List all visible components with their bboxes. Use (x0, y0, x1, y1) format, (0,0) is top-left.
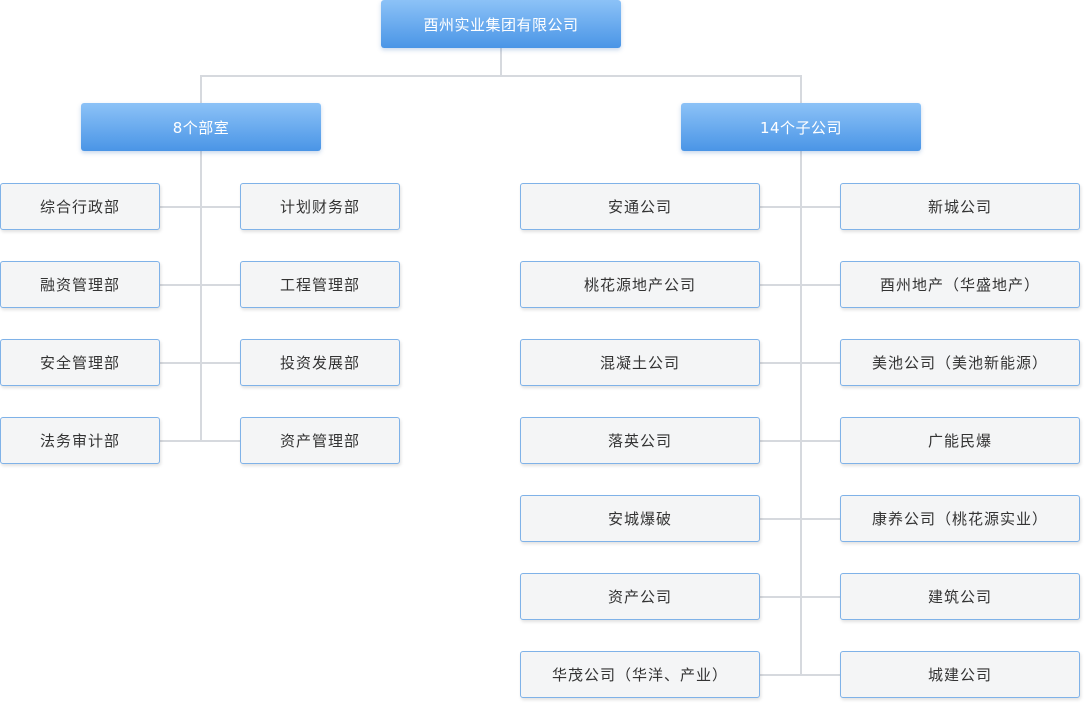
subsidiary-node: 酉州地产（华盛地产） (840, 261, 1080, 308)
connector-left-row-1 (160, 206, 240, 208)
connector-root-horizontal (200, 75, 802, 77)
dept-node: 融资管理部 (0, 261, 160, 308)
dept-node: 工程管理部 (240, 261, 400, 308)
connector-left-row-2 (160, 284, 240, 286)
dept-node: 资产管理部 (240, 417, 400, 464)
subsidiary-node: 安城爆破 (520, 495, 760, 542)
subsidiaries-header: 14个子公司 (681, 103, 921, 151)
connector-right-row-1 (760, 206, 840, 208)
dept-node: 法务审计部 (0, 417, 160, 464)
subsidiary-node: 落英公司 (520, 417, 760, 464)
connector-right-trunk (800, 150, 802, 675)
dept-node: 安全管理部 (0, 339, 160, 386)
subsidiary-node: 建筑公司 (840, 573, 1080, 620)
connector-left-row-4 (160, 440, 240, 442)
dept-node: 计划财务部 (240, 183, 400, 230)
connector-left-trunk (200, 150, 202, 441)
subsidiary-node: 城建公司 (840, 651, 1080, 698)
subsidiary-node: 桃花源地产公司 (520, 261, 760, 308)
subsidiary-node: 资产公司 (520, 573, 760, 620)
connector-right-drop (800, 75, 802, 103)
subsidiary-node: 新城公司 (840, 183, 1080, 230)
connector-right-row-2 (760, 284, 840, 286)
subsidiary-node: 安通公司 (520, 183, 760, 230)
connector-right-row-7 (760, 674, 840, 676)
departments-header: 8个部室 (81, 103, 321, 151)
subsidiary-node: 康养公司（桃花源实业） (840, 495, 1080, 542)
connector-right-row-4 (760, 440, 840, 442)
connector-left-row-3 (160, 362, 240, 364)
dept-node: 投资发展部 (240, 339, 400, 386)
subsidiary-node: 华茂公司（华洋、产业） (520, 651, 760, 698)
connector-left-drop (200, 75, 202, 103)
connector-right-row-6 (760, 596, 840, 598)
root-node: 酉州实业集团有限公司 (381, 0, 621, 48)
connector-right-row-5 (760, 518, 840, 520)
subsidiary-node: 美池公司（美池新能源） (840, 339, 1080, 386)
subsidiary-node: 广能民爆 (840, 417, 1080, 464)
connector-root-stem (500, 48, 502, 76)
subsidiary-node: 混凝土公司 (520, 339, 760, 386)
connector-right-row-3 (760, 362, 840, 364)
dept-node: 综合行政部 (0, 183, 160, 230)
